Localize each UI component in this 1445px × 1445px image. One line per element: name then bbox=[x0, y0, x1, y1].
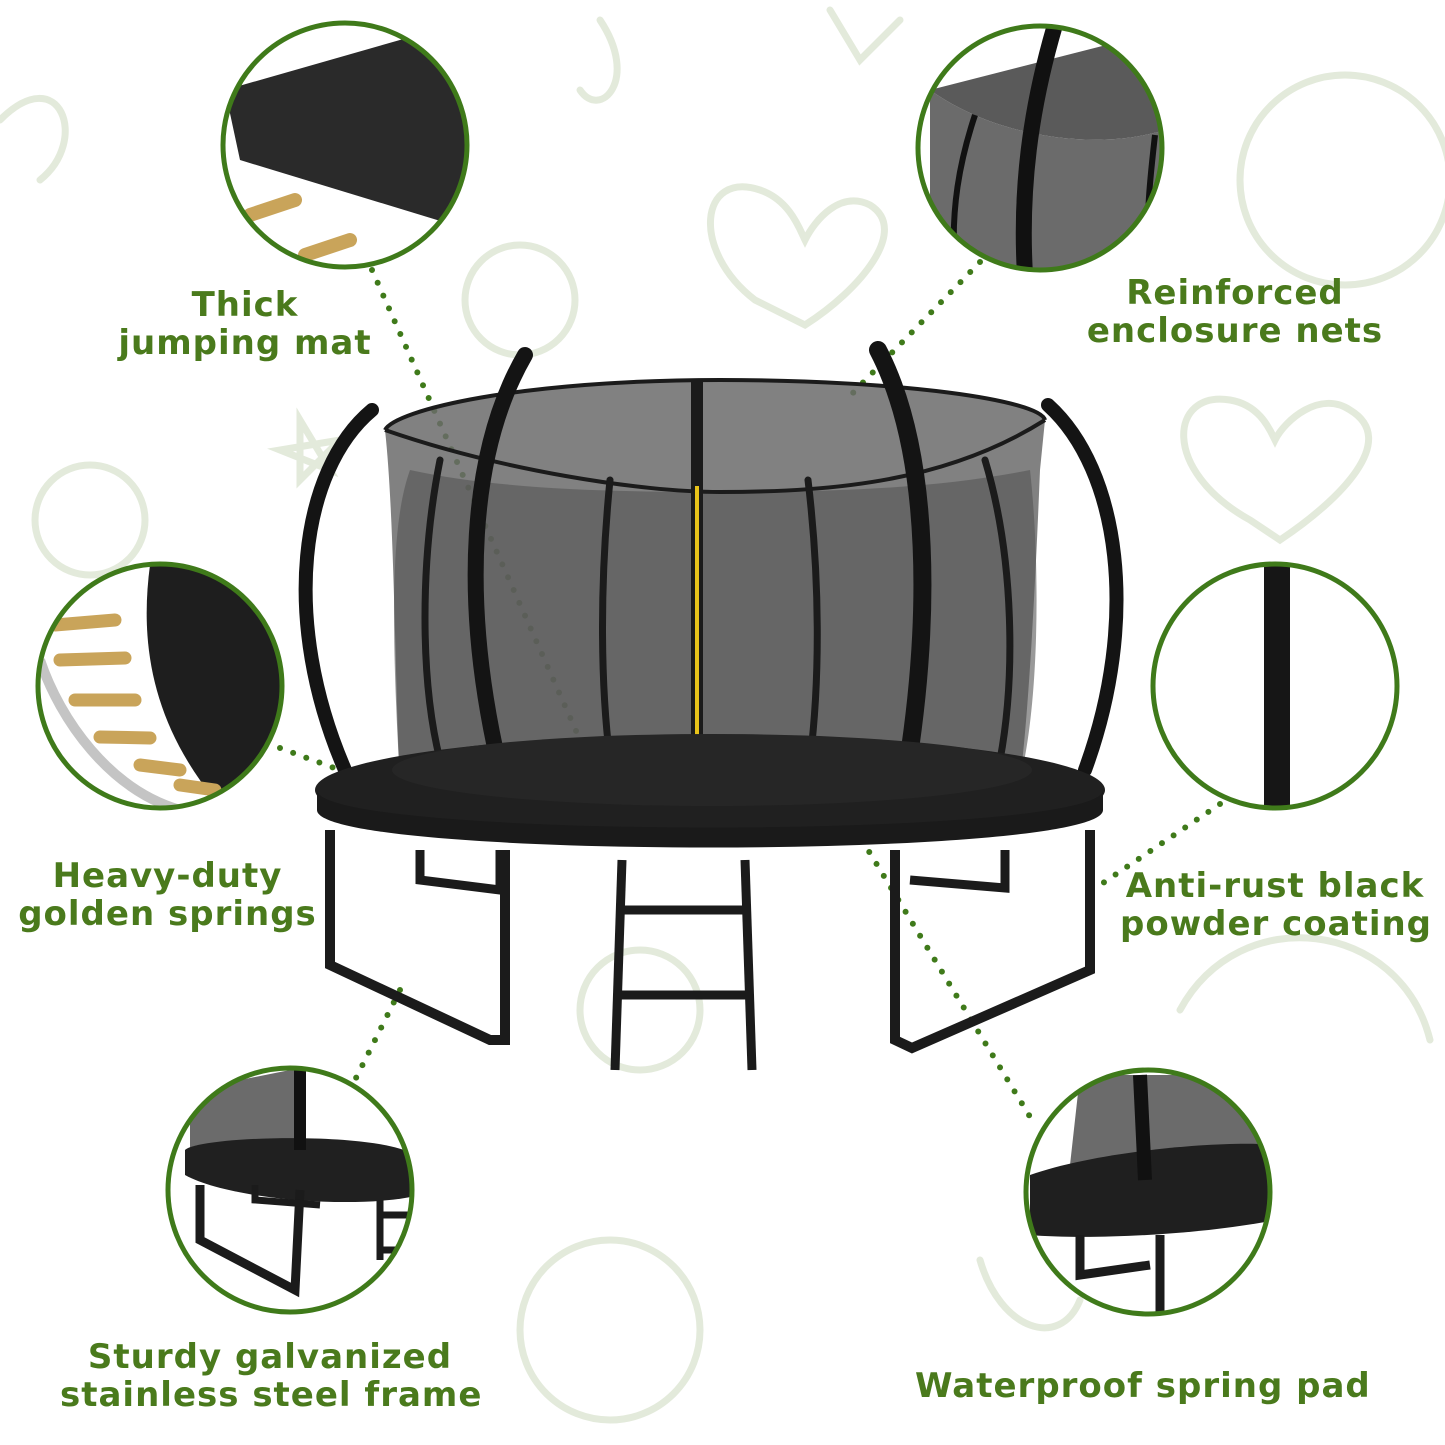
feature-label-mat: Thick jumping mat bbox=[115, 286, 375, 362]
feature-label-frame-line1: Sturdy galvanized bbox=[87, 1337, 453, 1377]
feature-label-frame: Sturdy galvanized stainless steel frame bbox=[60, 1337, 483, 1415]
spring-pad-closeup bbox=[1026, 1070, 1270, 1314]
feature-label-nets: Reinforced enclosure nets bbox=[1080, 274, 1390, 350]
feature-label-pad: Waterproof spring pad bbox=[915, 1366, 1371, 1406]
feature-label-nets-line1: Reinforced bbox=[1126, 273, 1344, 313]
feature-label-coating: Anti-rust black powder coating bbox=[1120, 866, 1433, 944]
enclosure-net-closeup bbox=[918, 26, 1162, 270]
pole-closeup bbox=[1153, 564, 1397, 808]
feature-label-nets-line2: enclosure nets bbox=[1086, 311, 1384, 351]
feature-label-coating-line1: Anti-rust black bbox=[1125, 866, 1425, 906]
feature-label-springs-line1: Heavy-duty bbox=[52, 856, 283, 896]
feature-label-springs-line2: golden springs bbox=[18, 894, 317, 934]
feature-label-mat-line1: Thick bbox=[191, 285, 299, 325]
feature-label-mat-line2: jumping mat bbox=[118, 323, 372, 363]
main-trampoline bbox=[298, 341, 1124, 1071]
feature-label-coating-line2: powder coating bbox=[1120, 904, 1433, 944]
feature-label-springs: Heavy-duty golden springs bbox=[15, 857, 320, 933]
feature-label-frame-line2: stainless steel frame bbox=[60, 1375, 483, 1415]
feature-label-pad-line1: Waterproof spring pad bbox=[915, 1366, 1371, 1406]
jumping-mat-closeup bbox=[223, 23, 467, 267]
spring-closeup bbox=[38, 564, 282, 808]
